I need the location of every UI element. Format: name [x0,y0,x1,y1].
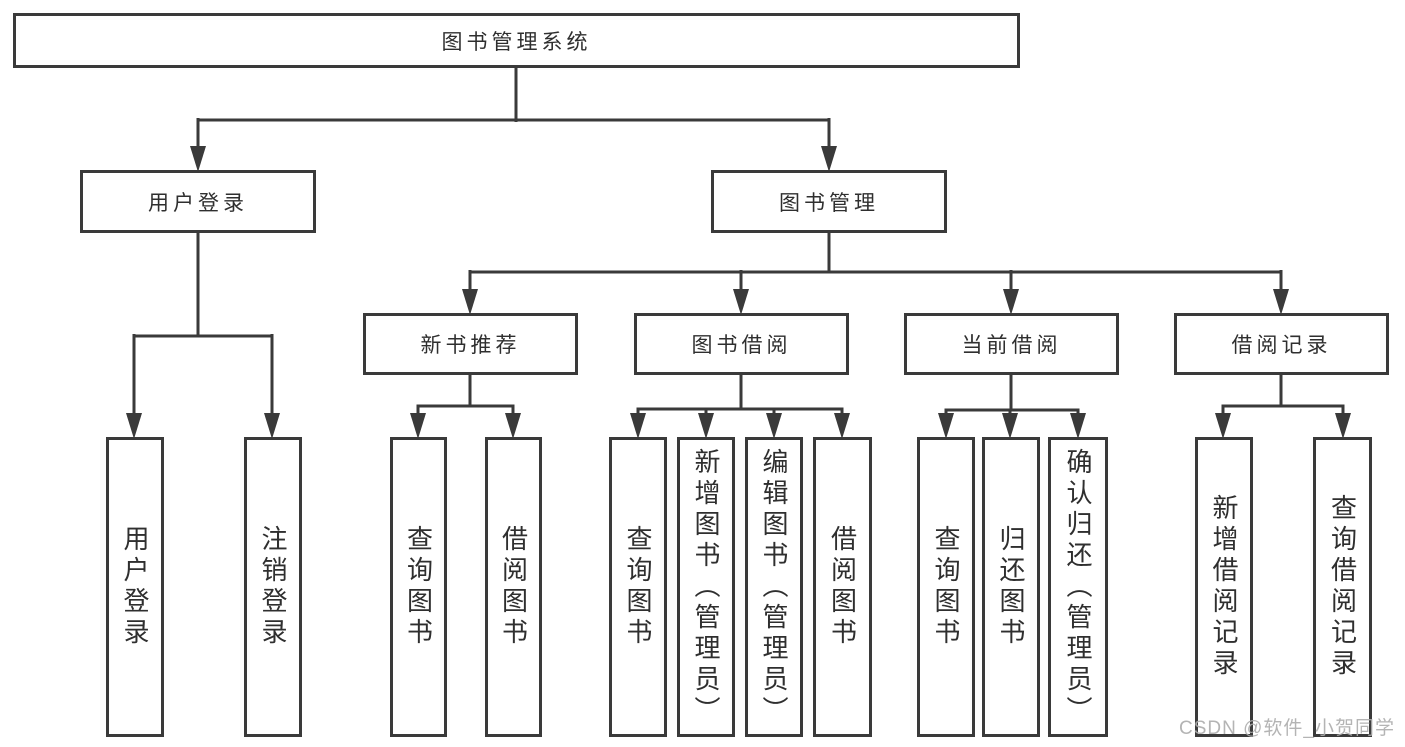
arrowhead [1273,289,1289,315]
arrowhead [410,413,426,439]
node-label: 新书推荐 [420,334,521,357]
leaf-label: 查询图书 [931,525,961,649]
leaf-label: 确认归还（管理员） [1063,447,1093,727]
arrowhead [1215,413,1231,439]
leaf-label: 用户登录 [120,525,150,649]
leaf-label: 借阅图书 [498,525,529,649]
leaf-query-books-recommend: 查询图书 [390,437,447,737]
node-label: 图书借阅 [691,334,792,357]
leaf-label: 新增借阅记录 [1209,494,1239,680]
node-label: 图书管理系统 [441,30,592,54]
arrowhead [505,413,521,439]
arrowhead [264,413,280,439]
leaf-query-books-current: 查询图书 [917,437,975,737]
leaf-logout: 注销登录 [244,437,302,737]
leaf-add-books-admin: 新增图书（管理员） [677,437,735,737]
leaf-label: 借阅图书 [827,525,858,649]
leaf-label: 新增图书（管理员） [691,447,721,727]
leaf-label: 编辑图书（管理员） [759,447,789,727]
leaf-label: 查询借阅记录 [1327,494,1358,680]
leaf-borrow-books-recommend: 借阅图书 [485,437,542,737]
leaf-user-login: 用户登录 [106,437,164,737]
node-user-login: 用户登录 [80,170,316,233]
leaf-borrow-books-borrow: 借阅图书 [813,437,872,737]
leaf-confirm-return-admin: 确认归还（管理员） [1048,437,1108,737]
connector-path [132,67,1345,415]
leaf-label: 注销登录 [258,525,288,649]
arrowhead [698,413,714,439]
arrowhead [766,413,782,439]
arrowhead [1070,413,1086,439]
node-new-book-recommendation: 新书推荐 [363,313,578,375]
node-book-borrowing: 图书借阅 [634,313,849,375]
node-label: 图书管理 [779,191,879,215]
node-book-management: 图书管理 [711,170,947,233]
arrowhead [126,413,142,439]
node-borrowing-records: 借阅记录 [1174,313,1389,375]
node-label: 借阅记录 [1231,334,1332,357]
node-label: 用户登录 [148,191,248,215]
leaf-add-borrow-record: 新增借阅记录 [1195,437,1253,737]
node-current-borrowing: 当前借阅 [904,313,1119,375]
arrowhead [1002,413,1018,439]
node-library-management-system: 图书管理系统 [13,13,1020,68]
leaf-edit-books-admin: 编辑图书（管理员） [745,437,803,737]
leaf-label: 归还图书 [996,525,1026,649]
leaf-query-borrow-record: 查询借阅记录 [1313,437,1372,737]
arrowhead [733,289,749,315]
leaf-label: 查询图书 [623,525,653,649]
leaf-query-books-borrow: 查询图书 [609,437,667,737]
arrowhead [821,146,837,172]
arrowhead [938,413,954,439]
node-label: 当前借阅 [961,334,1062,357]
arrowhead [462,289,478,315]
arrowhead [1003,289,1019,315]
leaf-label: 查询图书 [403,525,434,649]
leaf-return-books: 归还图书 [982,437,1040,737]
watermark-csdn: CSDN @软件_小贺同学 [1179,718,1395,739]
arrowhead [630,413,646,439]
arrowhead [190,146,206,172]
arrowhead [1335,413,1351,439]
arrowhead [834,413,850,439]
